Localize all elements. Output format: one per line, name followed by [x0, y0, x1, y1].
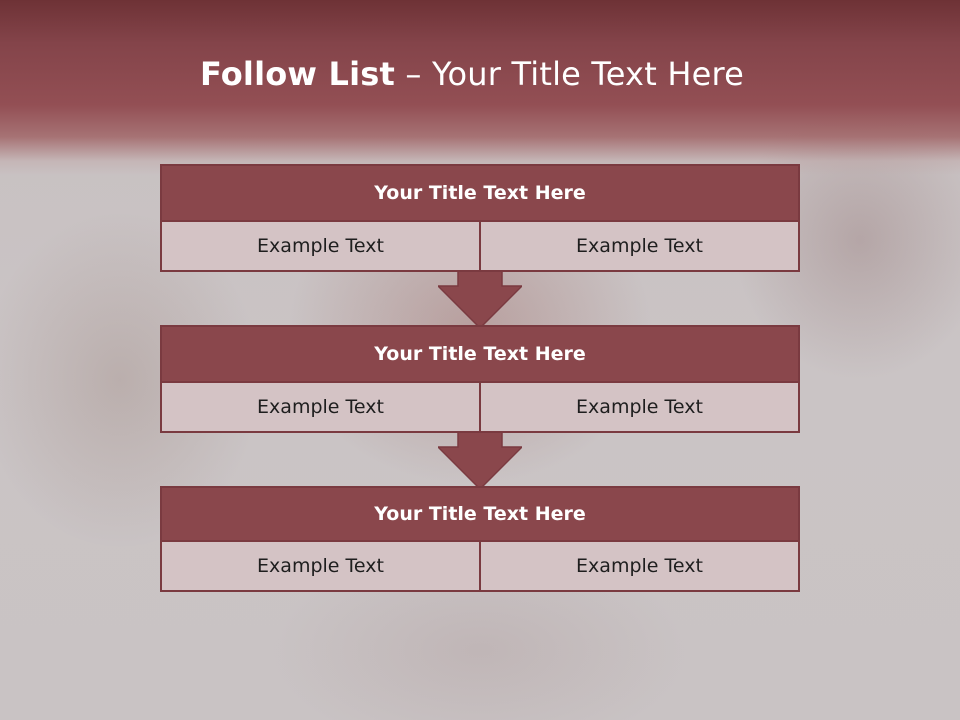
- block-title: Your Title Text Here: [160, 164, 800, 222]
- block-title: Your Title Text Here: [160, 325, 800, 383]
- block-cell-left: Example Text: [257, 396, 384, 418]
- block-cell-left: Example Text: [257, 555, 384, 577]
- page-title-bold: Follow List: [199, 55, 396, 93]
- block-cell-right: Example Text: [479, 542, 798, 590]
- block-cell-right: Example Text: [479, 383, 798, 431]
- follow-block-1: Your Title Text Here Example Text Exampl…: [160, 164, 800, 272]
- header-band: [0, 0, 960, 175]
- follow-block-3: Your Title Text Here Example Text Exampl…: [160, 486, 800, 592]
- follow-block-2: Your Title Text Here Example Text Exampl…: [160, 325, 800, 433]
- block-row: Example Text Example Text: [160, 222, 800, 272]
- down-arrow-2: [438, 431, 522, 489]
- page-title: Follow List – Your Title Text Here: [0, 55, 944, 93]
- page-title-rest: – Your Title Text Here: [395, 55, 745, 93]
- block-cell-left: Example Text: [257, 235, 384, 257]
- block-row: Example Text Example Text: [160, 383, 800, 433]
- block-title: Your Title Text Here: [160, 486, 800, 542]
- block-row: Example Text Example Text: [160, 542, 800, 592]
- block-cell-right: Example Text: [479, 222, 798, 270]
- down-arrow-1: [438, 270, 522, 328]
